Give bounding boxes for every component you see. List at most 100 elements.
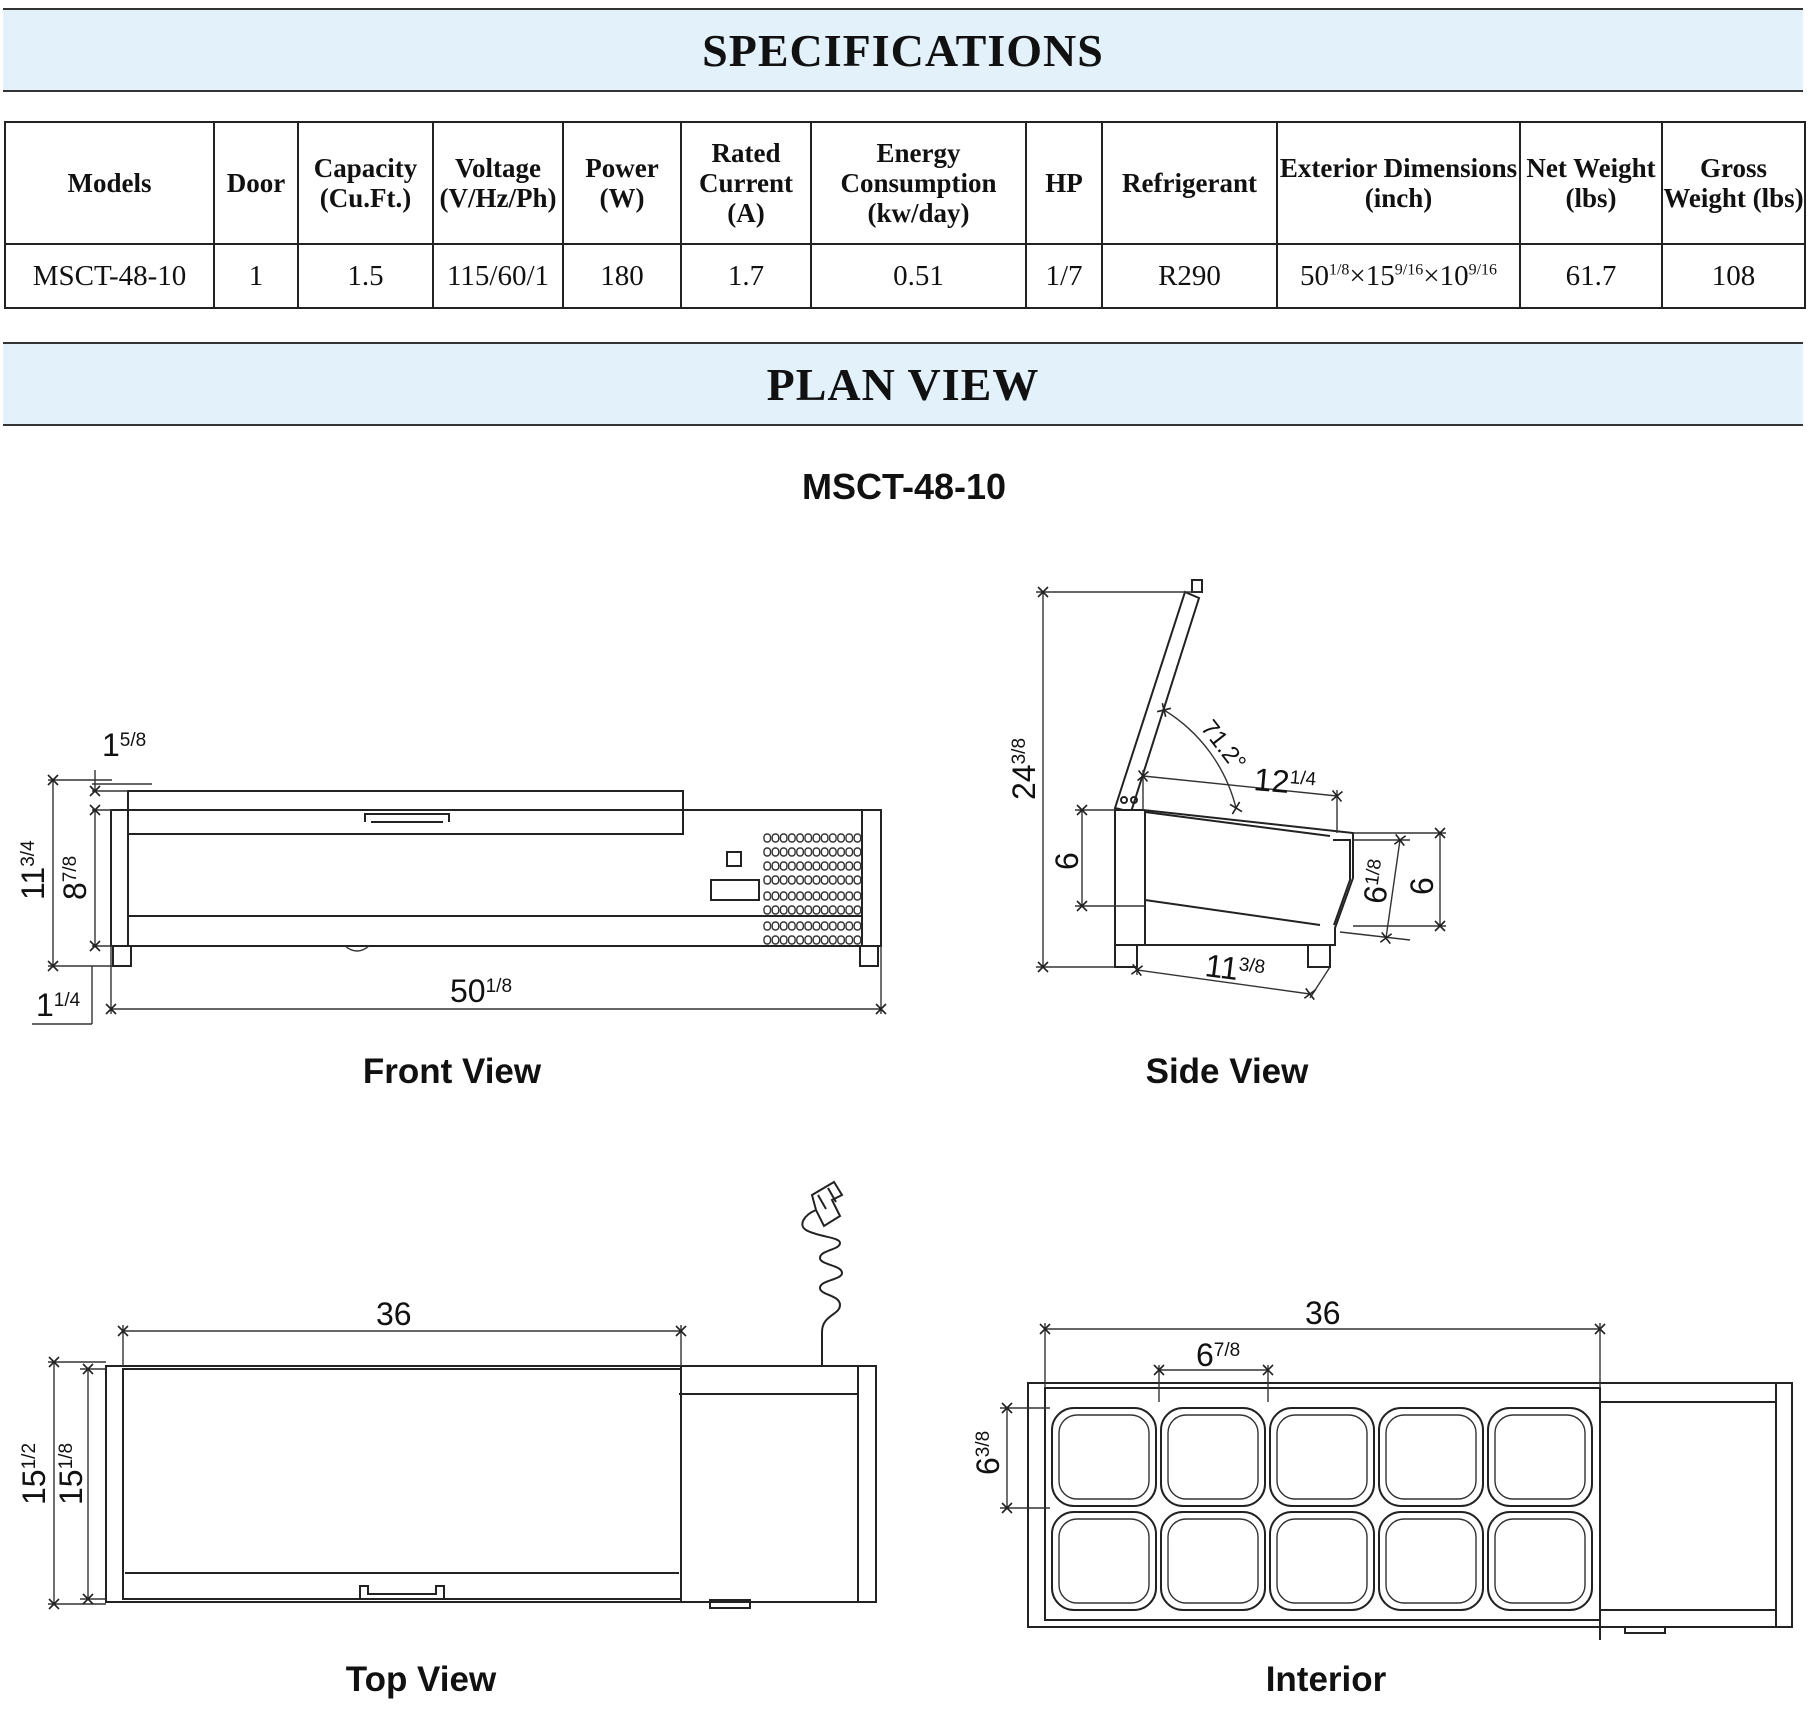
vent-slot: [812, 833, 821, 843]
food-pan-inner: [1385, 1518, 1477, 1604]
vent-slot: [853, 921, 862, 931]
cell-gross-weight: 108: [1661, 243, 1806, 309]
cell-model: MSCT-48-10: [4, 243, 215, 309]
vent-slot: [820, 847, 829, 857]
front-lid-dim: 15/8: [102, 727, 146, 763]
vent-slot: [812, 891, 821, 901]
vent-slot: [771, 935, 780, 945]
food-pan-inner: [1494, 1414, 1586, 1500]
food-pan-inner: [1385, 1414, 1477, 1500]
vent-slot: [779, 861, 788, 871]
interior-view-title: Interior: [1265, 1660, 1387, 1699]
front-feet-dim: 11/4: [36, 987, 81, 1023]
specifications-heading: SPECIFICATIONS: [3, 8, 1803, 92]
top-outer-depth-dim: 151/2: [16, 1443, 52, 1505]
front-total-height-dim: 113/4: [15, 840, 51, 900]
vent-slot: [796, 935, 804, 945]
vent-slot: [779, 905, 788, 915]
side-left-height-dim: 6: [1049, 852, 1085, 870]
vent-slot: [845, 905, 854, 915]
vent-slot: [763, 847, 772, 857]
food-pan-inner: [1276, 1518, 1368, 1604]
vent-slot: [837, 875, 845, 885]
vent-slot: [787, 833, 796, 843]
vent-slot: [796, 905, 804, 915]
food-pan-inner: [1494, 1518, 1586, 1604]
front-body-height-dim: 87/8: [57, 856, 93, 900]
vent-slot: [820, 891, 829, 901]
vent-slot: [828, 891, 837, 901]
vent-slot: [845, 935, 854, 945]
food-pan: [1269, 1407, 1375, 1507]
vent-slot: [837, 905, 845, 915]
vent-slot: [796, 847, 804, 857]
vent-slot: [812, 935, 821, 945]
vent-slot: [812, 875, 821, 885]
vent-slot: [779, 891, 788, 901]
side-right-height-dim: 6: [1404, 877, 1440, 895]
vent-slot: [845, 861, 854, 871]
vent-slot: [837, 935, 845, 945]
cell-power: 180: [562, 243, 682, 309]
vent-slot: [771, 833, 780, 843]
vent-slot: [763, 891, 772, 901]
vent-slot: [763, 905, 772, 915]
vent-slot: [763, 861, 772, 871]
vent-slot: [779, 935, 788, 945]
vent-slot: [796, 921, 804, 931]
vent-slot: [828, 875, 837, 885]
vent-slot: [853, 875, 862, 885]
vent-slot: [796, 833, 804, 843]
cell-exterior-dimensions: 501/8×159/16×109/16: [1276, 243, 1521, 309]
vent-slot: [771, 861, 780, 871]
side-top-depth-dim: 121/4: [1252, 761, 1317, 802]
side-angle-dim: 71.2°: [1195, 715, 1251, 776]
vent-slot: [787, 875, 796, 885]
vent-slot: [787, 861, 796, 871]
vent-slot: [853, 891, 862, 901]
vent-slot: [828, 905, 837, 915]
cell-current: 1.7: [680, 243, 812, 309]
vent-slot: [779, 847, 788, 857]
cell-door: 1: [213, 243, 299, 309]
food-pan-inner: [1058, 1518, 1150, 1604]
cell-hp: 1/7: [1025, 243, 1103, 309]
vent-slot: [845, 891, 854, 901]
vent-slot: [820, 875, 829, 885]
vent-slot: [804, 847, 813, 857]
vent-slot: [845, 847, 854, 857]
header-voltage: Voltage (V/Hz/Ph): [432, 121, 564, 245]
vent-slot: [837, 847, 845, 857]
header-door: Door: [213, 121, 299, 245]
vent-slot: [804, 833, 813, 843]
food-pan: [1160, 1407, 1266, 1507]
cell-refrigerant: R290: [1101, 243, 1278, 309]
header-power: Power (W): [562, 121, 682, 245]
cell-voltage: 115/60/1: [432, 243, 564, 309]
vent-slot: [779, 833, 788, 843]
front-width-dim: 501/8: [450, 973, 512, 1009]
side-bottom-depth-dim: 113/8: [1203, 947, 1267, 990]
vent-slot: [845, 921, 854, 931]
food-pan: [1487, 1407, 1593, 1507]
header-models: Models: [4, 121, 215, 245]
vent-slot: [804, 935, 813, 945]
food-pan-inner: [1167, 1518, 1259, 1604]
front-view-title: Front View: [362, 1052, 542, 1091]
vent-slot: [812, 921, 821, 931]
top-view-title: Top View: [345, 1660, 497, 1699]
vent-slot: [812, 861, 821, 871]
header-capacity: Capacity (Cu.Ft.): [297, 121, 434, 245]
plan-view-heading: PLAN VIEW: [3, 342, 1803, 426]
vent-slot: [779, 921, 788, 931]
vent-slot: [828, 861, 837, 871]
top-inner-depth-dim: 151/8: [53, 1443, 89, 1505]
vent-slot: [763, 921, 772, 931]
food-pan-inner: [1058, 1414, 1150, 1500]
vent-slot: [820, 905, 829, 915]
table-header-row: Models Door Capacity (Cu.Ft.) Voltage (V…: [4, 121, 1806, 245]
vent-slot: [771, 891, 780, 901]
front-vent-grille: [763, 833, 862, 945]
vent-slot: [763, 833, 772, 843]
